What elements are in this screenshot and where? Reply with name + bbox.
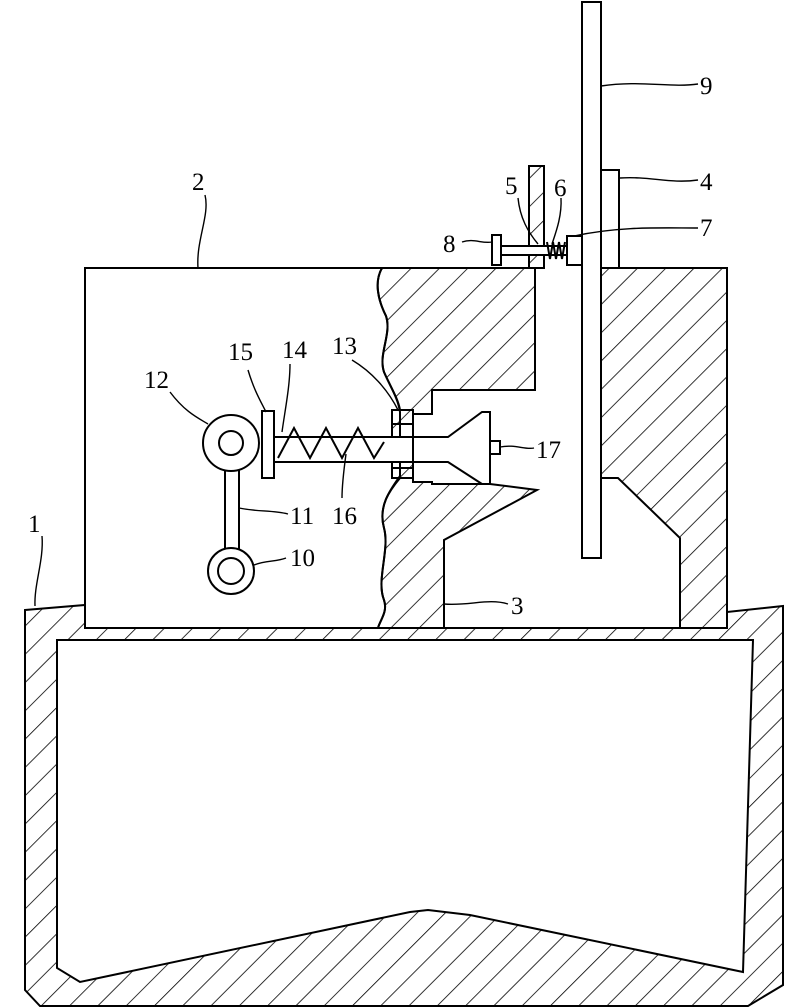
label-11: 11 xyxy=(290,503,314,530)
label-13: 13 xyxy=(332,333,357,360)
leader-1 xyxy=(35,536,42,606)
press-head-part-17 xyxy=(413,412,490,484)
leader-2 xyxy=(198,195,206,268)
vertical-blade-part-9 xyxy=(582,2,601,558)
guide-sleeve-bottom-part-13 xyxy=(392,462,413,478)
label-10: 10 xyxy=(290,545,315,572)
leader-3 xyxy=(444,602,508,605)
guide-block-part-4 xyxy=(601,170,619,268)
upper-body-section-left xyxy=(378,268,535,414)
push-rod-part-14 xyxy=(274,437,413,462)
upper-body-right-column xyxy=(601,268,727,628)
label-1: 1 xyxy=(28,511,41,538)
label-6: 6 xyxy=(554,175,567,202)
link-part-11 xyxy=(225,462,239,554)
leader-4 xyxy=(620,178,698,181)
label-3: 3 xyxy=(511,593,524,620)
label-9: 9 xyxy=(700,73,713,100)
knob-part-8 xyxy=(492,235,501,265)
label-15: 15 xyxy=(228,339,253,366)
base-housing-part-1 xyxy=(25,605,783,1006)
label-4: 4 xyxy=(700,169,713,196)
leader-6 xyxy=(552,198,561,244)
press-tip-part-17 xyxy=(490,441,500,454)
leader-9 xyxy=(601,84,698,86)
label-8: 8 xyxy=(443,231,456,258)
label-17: 17 xyxy=(536,437,561,464)
pad-block-part-7 xyxy=(567,236,582,265)
label-2: 2 xyxy=(192,169,205,196)
label-5: 5 xyxy=(505,173,518,200)
label-14: 14 xyxy=(282,337,308,364)
label-7: 7 xyxy=(700,215,713,242)
leader-17 xyxy=(500,446,534,448)
stop-plate-part-15 xyxy=(262,411,274,478)
label-12: 12 xyxy=(144,367,169,394)
leader-8 xyxy=(462,241,492,243)
label-16: 16 xyxy=(332,503,357,530)
